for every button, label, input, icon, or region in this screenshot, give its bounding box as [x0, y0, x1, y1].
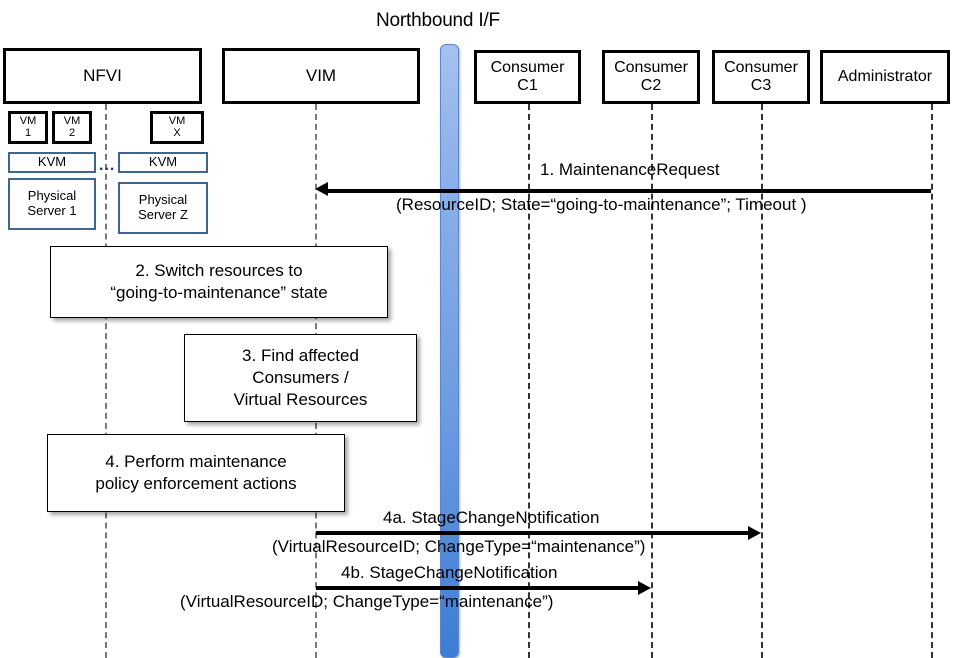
hypervisor-box-kvm-1[interactable]: KVM [8, 152, 96, 173]
ellipsis-dots: ... [99, 157, 116, 174]
vm-box-2[interactable]: VM 2 [52, 111, 92, 144]
lifeline-nfvi [105, 104, 107, 658]
arrow-head-step4a [748, 526, 761, 540]
action-box-step2[interactable]: 2. Switch resources to “going-to-mainten… [50, 246, 388, 318]
hypervisor-box-kvm-2[interactable]: KVM [118, 152, 208, 173]
entity-box-vim[interactable]: VIM [222, 48, 420, 104]
message-line-step1 [328, 189, 931, 193]
message-line-step4a [316, 531, 748, 535]
message-params-step4b: (VirtualResourceID; ChangeType=“maintena… [180, 592, 554, 611]
arrow-head-step4b [638, 581, 651, 595]
physical-server-box-1[interactable]: Physical Server 1 [8, 178, 96, 230]
message-params-step1: (ResourceID; State=“going-to-maintenance… [396, 195, 807, 214]
lifeline-admin [931, 104, 933, 658]
action-box-step3[interactable]: 3. Find affected Consumers / Virtual Res… [184, 334, 417, 422]
vm-box-1[interactable]: VM 1 [8, 111, 48, 144]
arrow-head-step1 [315, 182, 328, 196]
entity-box-nfvi[interactable]: NFVI [3, 48, 202, 104]
entity-box-consumer-c1[interactable]: Consumer C1 [474, 50, 581, 104]
vm-box-x[interactable]: VM X [150, 111, 204, 144]
lifeline-c3 [761, 104, 763, 658]
lifeline-c2 [651, 104, 653, 658]
entity-box-consumer-c3[interactable]: Consumer C3 [712, 50, 810, 104]
action-box-step4[interactable]: 4. Perform maintenance policy enforcemen… [47, 434, 345, 512]
message-label-step4b: 4b. StageChangeNotification [341, 563, 558, 582]
message-params-step4a: (VirtualResourceID; ChangeType=“maintena… [272, 537, 646, 556]
entity-box-administrator[interactable]: Administrator [820, 50, 950, 104]
entity-box-consumer-c2[interactable]: Consumer C2 [602, 50, 700, 104]
message-label-step4a: 4a. StageChangeNotification [383, 508, 600, 527]
lifeline-c1 [528, 104, 530, 658]
physical-server-box-z[interactable]: Physical Server Z [118, 182, 208, 234]
message-label-step1: 1. MaintenanceRequest [540, 160, 720, 179]
message-line-step4b [316, 586, 638, 590]
page-title: Northbound I/F [376, 10, 500, 31]
